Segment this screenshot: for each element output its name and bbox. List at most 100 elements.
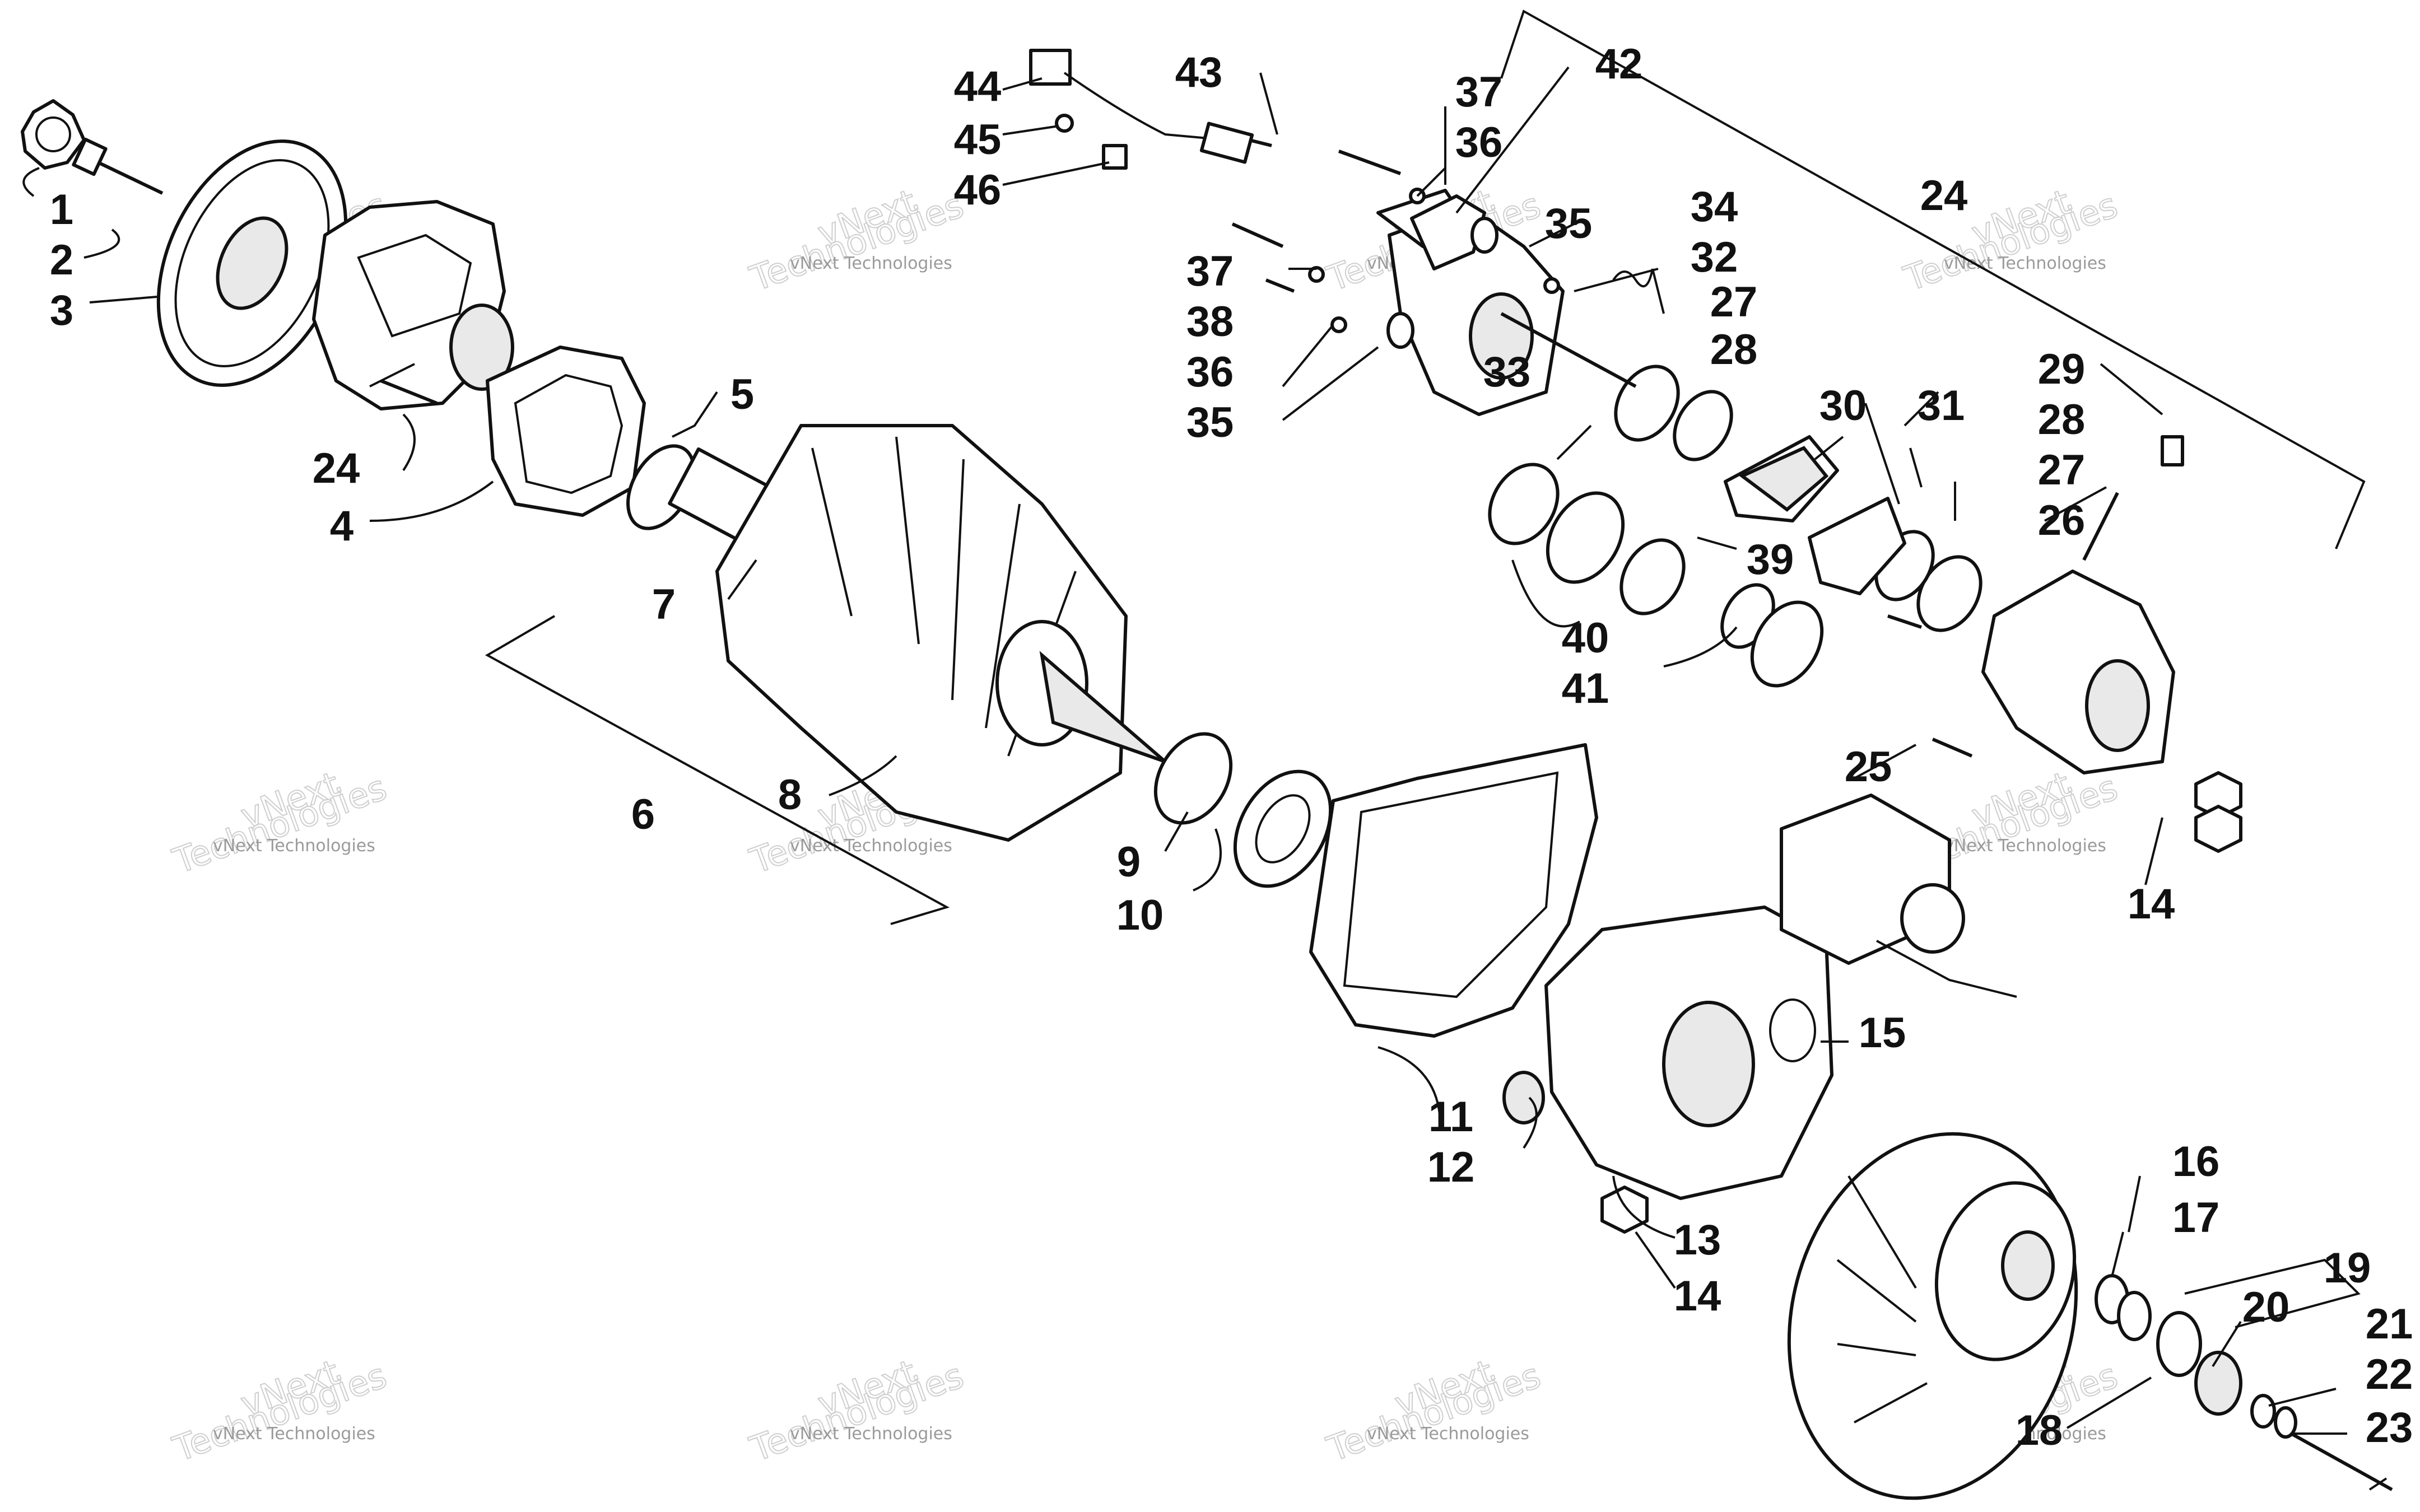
callout-28-right: 28	[2038, 396, 2086, 444]
callout-26: 26	[2038, 497, 2086, 544]
callout-43: 43	[1175, 49, 1223, 96]
part-pin-33	[1500, 312, 1637, 388]
callout-36-lower: 36	[1186, 348, 1234, 396]
part-seal-9	[1153, 732, 1233, 825]
callout-27-right: 27	[2038, 446, 2086, 494]
watermark-small: vNext Technologies	[1944, 254, 2106, 273]
group-brackets	[485, 10, 2366, 1328]
parts-layer	[21, 49, 2393, 1500]
callout-28-upper: 28	[1710, 326, 1758, 374]
callout-3: 3	[50, 287, 73, 334]
part-stud-24	[380, 379, 438, 405]
callout-42: 42	[1595, 40, 1643, 88]
callout-37-lower: 37	[1186, 248, 1234, 295]
callout-39: 39	[1747, 536, 1794, 584]
callout-8: 8	[778, 771, 802, 819]
part-fan-rotor-7-8	[668, 424, 1166, 842]
callout-38: 38	[1186, 298, 1234, 346]
callout-40: 40	[1562, 614, 1609, 662]
bracket-19	[2184, 1258, 2361, 1328]
callout-17: 17	[2172, 1194, 2220, 1242]
callout-16: 16	[2172, 1138, 2220, 1186]
part-driven-clutch-16	[1787, 1132, 2078, 1500]
part-caliper-right	[1981, 435, 2184, 774]
part-washer-21	[2250, 1394, 2276, 1429]
part-bearing-39b	[1546, 491, 1625, 584]
part-motor	[1780, 794, 2017, 998]
bracket-24	[1500, 10, 2366, 549]
watermark-small: vNext Technologies	[1367, 1424, 1529, 1444]
callout-22: 22	[2366, 1351, 2413, 1398]
callout-13: 13	[1674, 1216, 1721, 1264]
part-bearing-39c	[1750, 600, 1824, 688]
part-seal-28a	[1673, 390, 1733, 461]
part-washer-22	[2274, 1406, 2297, 1439]
callout-34: 34	[1691, 183, 1738, 231]
callout-29: 29	[2038, 346, 2086, 393]
part-brake-pad-31	[1808, 497, 1906, 595]
part-bolt-38	[1265, 278, 1295, 293]
callout-14-lower: 14	[1674, 1272, 1721, 1320]
callout-46: 46	[954, 166, 1002, 214]
part-bolt-23	[2290, 1432, 2393, 1491]
part-sensor-43-44	[1029, 49, 1272, 164]
callout-33: 33	[1483, 348, 1531, 396]
part-gasket-4	[486, 346, 646, 517]
callout-1: 1	[50, 186, 73, 234]
part-spacer-35b	[1386, 312, 1414, 349]
part-washer-34	[1543, 277, 1560, 294]
callout-21: 21	[2366, 1300, 2413, 1348]
part-bearing-10	[1233, 769, 1333, 888]
part-screw-45	[1055, 114, 1074, 133]
callout-5: 5	[730, 371, 754, 418]
callout-24-left: 24	[313, 445, 360, 492]
callout-31: 31	[1918, 382, 1965, 430]
watermark-small: vNext Technologies	[790, 254, 952, 273]
callout-23: 23	[2366, 1404, 2413, 1452]
part-bolt-25b	[1932, 738, 1973, 758]
callout-4: 4	[330, 502, 353, 550]
part-spacer-35a	[1470, 217, 1498, 254]
part-washer-36c	[1330, 316, 1347, 333]
part-bearing-39a	[1488, 463, 1560, 545]
part-bolt-37a	[1338, 150, 1402, 175]
part-ring-18b	[2156, 1311, 2202, 1377]
callout-9: 9	[1117, 838, 1141, 886]
callout-44: 44	[954, 63, 1002, 110]
part-nut-14-right-2	[2194, 805, 2242, 853]
callout-45: 45	[954, 116, 1002, 164]
callout-37-upper: 37	[1455, 68, 1503, 116]
part-retainer-1	[21, 99, 86, 170]
callout-6: 6	[631, 791, 655, 838]
callout-30: 30	[1819, 382, 1867, 430]
callout-41: 41	[1562, 665, 1609, 712]
part-ring-18a	[2117, 1291, 2152, 1341]
watermark-small: vNext Technologies	[1944, 836, 2106, 856]
part-bolt-25a	[1887, 614, 1922, 629]
part-cover-gasket-11	[1309, 743, 1598, 1038]
watermark-small: vNext Technologies	[790, 1424, 952, 1444]
callout-20: 20	[2242, 1284, 2290, 1331]
callout-24-top: 24	[1920, 172, 1968, 220]
callout-7: 7	[652, 581, 676, 628]
callout-18: 18	[2016, 1407, 2063, 1454]
part-bolt-37b	[1231, 222, 1284, 248]
part-gear-case-13	[1544, 906, 1833, 1200]
callout-10: 10	[1116, 892, 1164, 939]
callout-2: 2	[50, 236, 73, 284]
callout-35-upper: 35	[1545, 200, 1593, 248]
part-washer-12	[1502, 1071, 1545, 1124]
part-clip-46	[1102, 144, 1128, 170]
callout-labels: 1 2 3 4 5 6 7 8 9 10 11 12 13 14 14 15 1…	[50, 40, 2413, 1454]
part-washer-20	[2194, 1351, 2242, 1416]
part-drive-sheave-3	[156, 139, 348, 387]
part-bolt-2	[72, 137, 164, 195]
part-nut-14-right	[2194, 771, 2242, 819]
part-bearing-40	[1619, 538, 1686, 615]
leader-lines	[22, 66, 2388, 1491]
